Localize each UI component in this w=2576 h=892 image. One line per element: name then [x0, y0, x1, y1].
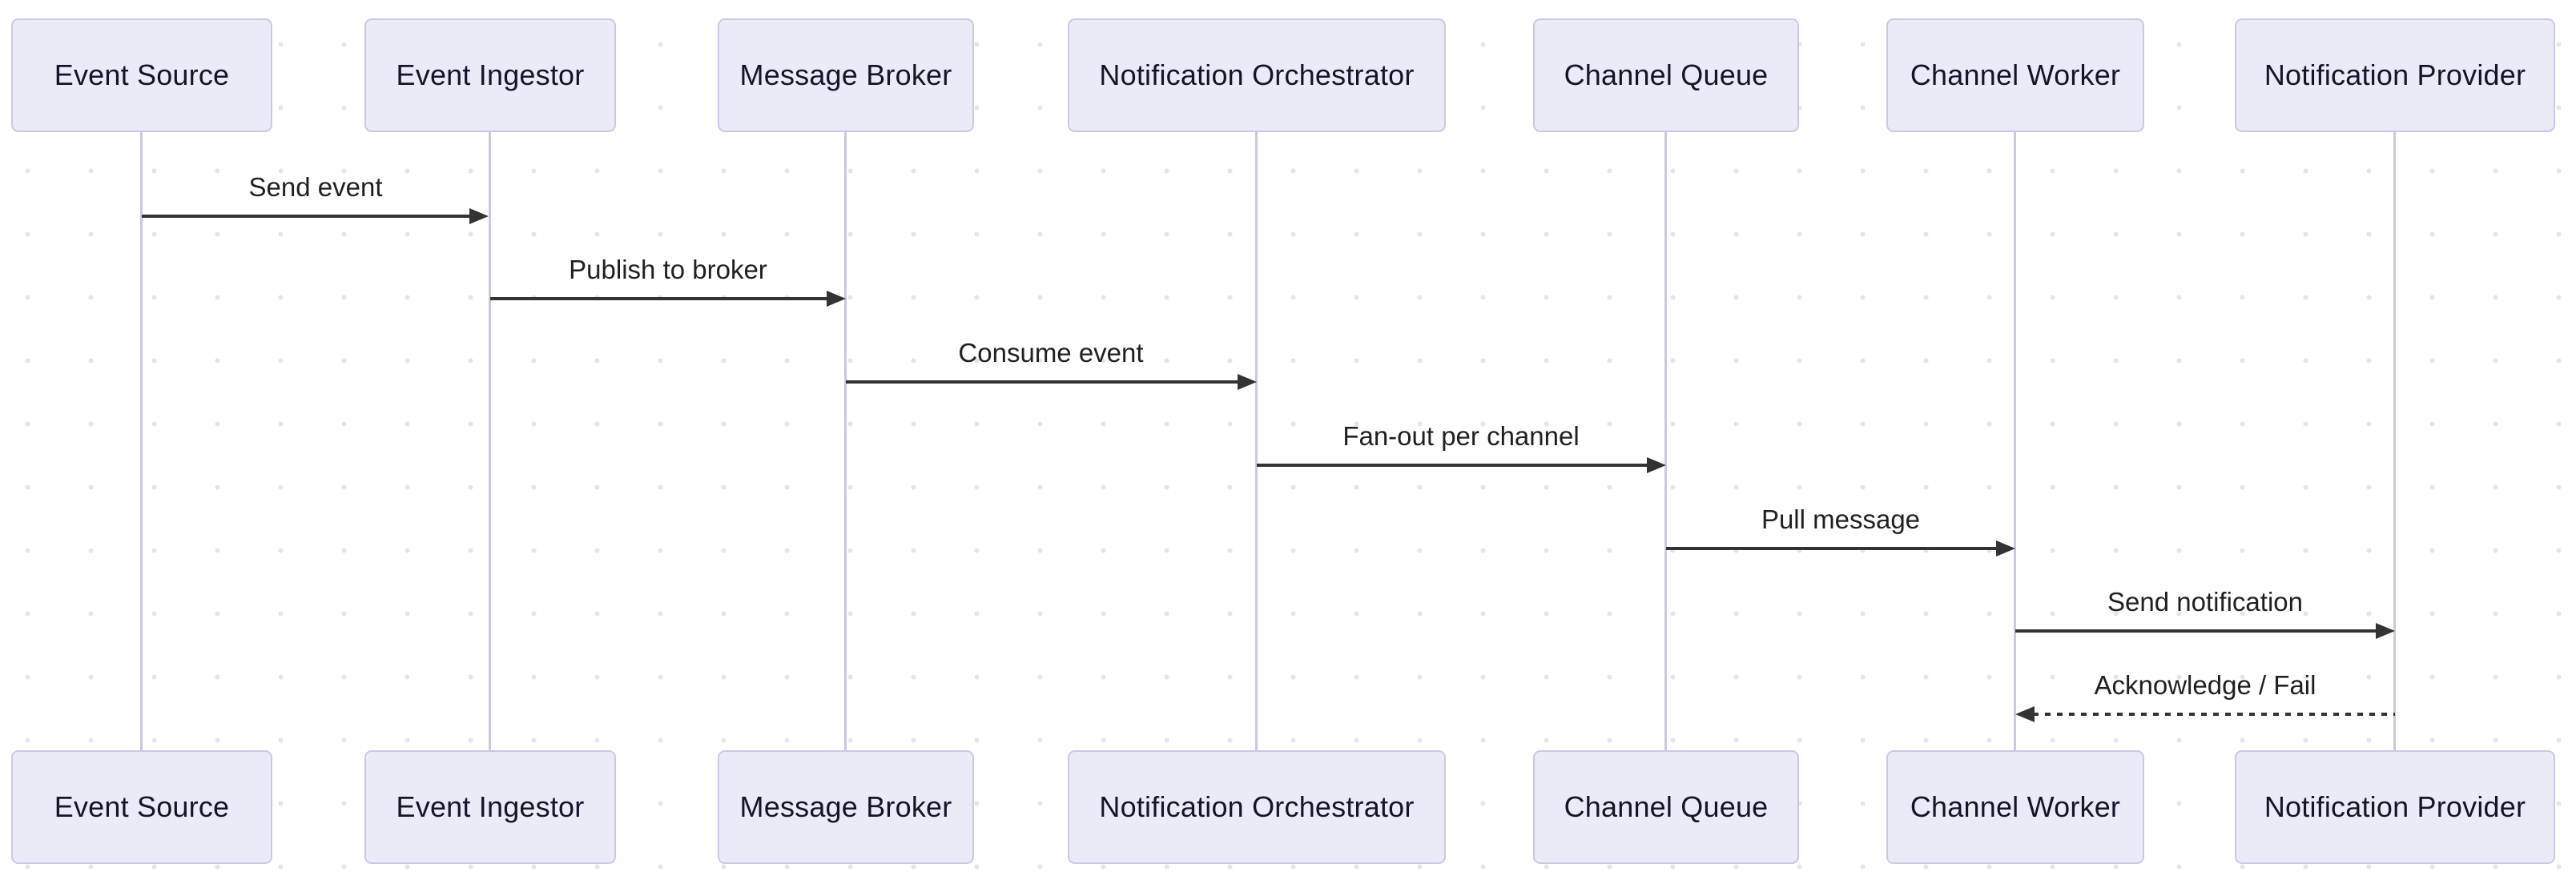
actor-bottom-event-source: Event Source	[11, 750, 272, 864]
arrowhead-right-icon	[2376, 623, 2395, 639]
arrowhead-right-icon	[1996, 540, 2015, 556]
actor-label: Notification Provider	[2264, 58, 2526, 91]
message-line-pull-message	[1666, 547, 1998, 550]
message-label-send-event: Send event	[248, 172, 383, 202]
actor-bottom-notification-provider: Notification Provider	[2235, 750, 2555, 864]
actor-label: Notification Orchestrator	[1099, 790, 1415, 823]
actor-label: Message Broker	[739, 58, 952, 91]
message-label-send-notification: Send notification	[2107, 587, 2303, 617]
actor-bottom-channel-queue: Channel Queue	[1533, 750, 1799, 864]
actor-label: Event Source	[54, 790, 230, 823]
lifeline-channel-queue	[1664, 132, 1667, 750]
lifeline-event-ingestor	[489, 132, 491, 750]
actor-top-event-source: Event Source	[11, 18, 272, 132]
message-label-fan-out-per-channel: Fan-out per channel	[1342, 421, 1580, 451]
message-label-consume-event: Consume event	[958, 338, 1144, 368]
message-line-consume-event	[846, 380, 1239, 384]
message-line-acknowledge-fail	[2033, 713, 2395, 716]
actor-top-channel-worker: Channel Worker	[1886, 18, 2144, 132]
actor-bottom-message-broker: Message Broker	[718, 750, 974, 864]
lifeline-notification-orchestrator	[1255, 132, 1258, 750]
message-line-send-notification	[2015, 629, 2377, 633]
actor-label: Notification Orchestrator	[1099, 58, 1415, 91]
actor-bottom-event-ingestor: Event Ingestor	[364, 750, 616, 864]
message-line-send-event	[142, 215, 473, 218]
message-line-publish-to-broker	[490, 297, 828, 300]
arrowhead-right-icon	[827, 291, 846, 307]
actor-bottom-channel-worker: Channel Worker	[1886, 750, 2144, 864]
arrowhead-left-icon	[2015, 706, 2035, 722]
actor-label: Event Ingestor	[396, 790, 585, 823]
actor-label: Notification Provider	[2264, 790, 2526, 823]
arrowhead-right-icon	[469, 208, 489, 224]
message-label-publish-to-broker: Publish to broker	[569, 255, 767, 284]
actor-bottom-notification-orchestrator: Notification Orchestrator	[1068, 750, 1446, 864]
lifeline-event-source	[140, 132, 143, 750]
actor-top-message-broker: Message Broker	[718, 18, 974, 132]
message-line-fan-out-per-channel	[1257, 464, 1648, 467]
actor-label: Message Broker	[739, 790, 952, 823]
lifeline-channel-worker	[2014, 132, 2016, 750]
actor-top-notification-provider: Notification Provider	[2235, 18, 2555, 132]
actor-label: Event Ingestor	[396, 58, 585, 91]
actor-label: Event Source	[54, 58, 230, 91]
actor-top-channel-queue: Channel Queue	[1533, 18, 1799, 132]
actor-top-notification-orchestrator: Notification Orchestrator	[1068, 18, 1446, 132]
message-label-pull-message: Pull message	[1761, 504, 1921, 534]
actor-label: Channel Worker	[1910, 790, 2121, 823]
lifeline-notification-provider	[2393, 132, 2396, 750]
lifeline-message-broker	[844, 132, 847, 750]
arrowhead-right-icon	[1647, 457, 1666, 473]
message-label-acknowledge-fail: Acknowledge / Fail	[2094, 670, 2316, 700]
actor-label: Channel Queue	[1564, 790, 1769, 823]
actor-top-event-ingestor: Event Ingestor	[364, 18, 616, 132]
actor-label: Channel Queue	[1564, 58, 1769, 91]
actor-label: Channel Worker	[1910, 58, 2121, 91]
arrowhead-right-icon	[1238, 374, 1257, 390]
